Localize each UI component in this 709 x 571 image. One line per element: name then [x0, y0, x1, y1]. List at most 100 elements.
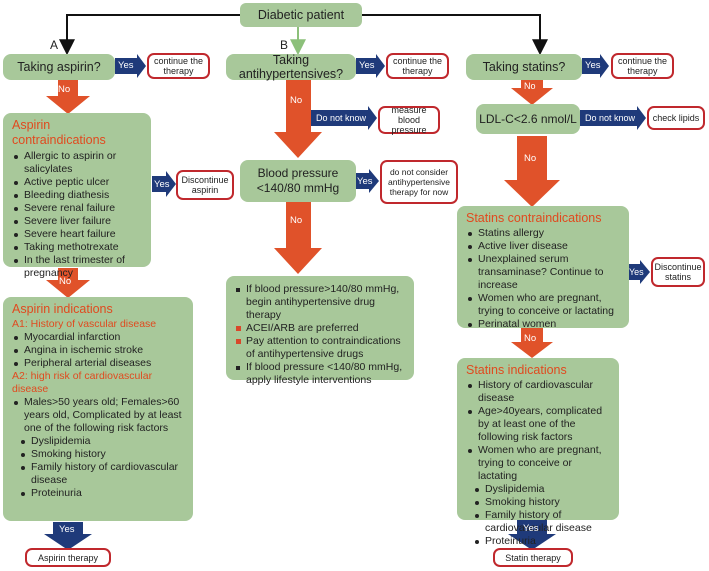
bp-question-label: Taking antihypertensives? — [238, 53, 344, 81]
aspirin-indications-box: Aspirin indications A1: History of vascu… — [3, 297, 193, 521]
statin-contra-list: Statins allergy Active liver disease Une… — [466, 227, 623, 331]
aspirin-continue-box: continue the therapy — [147, 53, 210, 79]
statin-ldl-box: LDL-C<2.6 nmol/L — [476, 104, 580, 134]
root-node: Diabetic patient — [240, 3, 362, 27]
aspirin-yes2-label: Yes — [154, 179, 170, 190]
aspirin-discontinue-box: Discontinue aspirin — [176, 170, 234, 200]
aspirin-a1-label: A1: History of vascular disease — [12, 318, 157, 330]
bp-question: Taking antihypertensives? — [226, 53, 356, 81]
aspirin-no1-label: No — [58, 84, 71, 95]
statin-therapy-box: Statin therapy — [493, 548, 573, 567]
arrow-aspirin-no2 — [46, 268, 90, 298]
aspirin-continue-text: continue the therapy — [153, 56, 204, 76]
arrow-bp-yes2 — [356, 169, 379, 193]
list-item: Women who are pregnant, trying to concei… — [466, 292, 623, 318]
aspirin-therapy-text: Aspirin therapy — [37, 552, 99, 563]
aspirin-yes-label: Yes — [118, 60, 134, 71]
bp-yes-label: Yes — [359, 60, 375, 71]
statin-dontknow-label: Do not know — [585, 113, 636, 123]
statin-contra-title: Statins contraindications — [466, 211, 602, 225]
root-label: Diabetic patient — [257, 8, 345, 22]
statin-no1-label: No — [524, 81, 536, 91]
aspirin-question: Taking aspirin? — [3, 54, 115, 80]
statin-ldl-text: LDL-C<2.6 nmol/L — [479, 112, 577, 126]
list-item: If blood pressure <140/80 mmHg, apply li… — [234, 361, 408, 387]
connector-to-statins — [362, 14, 548, 56]
list-item: Active liver disease — [466, 240, 623, 253]
bp-dontknow-label: Do not know — [316, 113, 367, 123]
arrow-statin-yes2 — [628, 260, 650, 284]
arrow-bp-yes — [356, 54, 385, 78]
statin-yes-label: Yes — [585, 60, 601, 71]
list-item: Family history of cardiovascular disease — [12, 461, 187, 487]
bp-measure-box: measure blood pressure — [378, 105, 440, 135]
aspirin-question-label: Taking aspirin? — [17, 60, 101, 74]
statin-check-box: check lipids — [647, 106, 705, 130]
list-item: Smoking history — [12, 448, 187, 461]
root-connectors — [59, 14, 548, 56]
arrow-statin-dontknow — [580, 106, 646, 130]
list-item: Proteinuria — [12, 487, 187, 500]
statin-question-label: Taking statins? — [482, 60, 566, 74]
arrow-aspirin-yes — [115, 54, 146, 78]
aspirin-contraindications-box: Aspirin contraindications Allergic to as… — [3, 113, 151, 279]
statin-question: Taking statins? — [466, 54, 582, 80]
bp-measure-text: measure blood pressure — [391, 105, 427, 135]
statin-continue-box: continue the therapy — [611, 53, 674, 79]
statin-continue-text: continue the therapy — [617, 56, 668, 76]
list-item: Taking methotrexate — [12, 241, 145, 254]
statin-ind-title: Statins indications — [466, 363, 567, 377]
bp-continue-text: continue the therapy — [392, 56, 443, 76]
aspirin-discontinue-text: Discontinue aspirin — [181, 175, 229, 195]
bp-actions-box: If blood pressure>140/80 mmHg, begin ant… — [226, 276, 414, 386]
list-item: Statins allergy — [466, 227, 623, 240]
aspirin-contra-title: Aspirin contraindications — [12, 118, 106, 147]
arrow-bp-dontknow — [311, 106, 377, 130]
bp-threshold-box: Blood pressure <140/80 mmHg — [240, 160, 356, 202]
orange-arrows — [46, 78, 560, 358]
list-item: Dyslipidemia — [12, 435, 187, 448]
aspirin-therapy-box: Aspirin therapy — [25, 548, 111, 567]
bp-actions-list: If blood pressure>140/80 mmHg, begin ant… — [234, 283, 408, 387]
bp-yes2-label: Yes — [357, 176, 373, 187]
statin-therapy-text: Statin therapy — [505, 552, 561, 563]
bp-noconsider-text: do not consider antihypertensive therapy… — [388, 167, 450, 197]
list-item: If blood pressure>140/80 mmHg, begin ant… — [234, 283, 408, 322]
arrow-statin-yes — [582, 54, 609, 78]
list-item: Allergic to aspirin or salicylates — [12, 150, 145, 176]
statin-discontinue-box: Discontinue statins — [651, 257, 705, 287]
arrow-bp-no2 — [274, 201, 322, 274]
list-item: In the last trimester of pregnancy — [12, 254, 145, 280]
statin-discontinue-text: Discontinue statins — [654, 262, 702, 282]
list-item: Males>50 years old; Females>60 years old… — [12, 396, 187, 435]
arrow-aspirin-yes2 — [152, 171, 176, 197]
arrow-statin-no1 — [511, 78, 553, 105]
list-item: Severe renal failure — [12, 202, 145, 215]
arrow-statin-no3 — [511, 328, 553, 358]
statin-contraindications-box: Statins contraindications Statins allerg… — [457, 206, 629, 331]
statin-ind-list: History of cardiovascular disease Age>40… — [466, 379, 613, 548]
list-item: Perinatal women — [466, 318, 623, 331]
aspirin-a2-label: A2: high risk of cardiovascular disease — [12, 370, 153, 395]
aspirin-no2-label: No — [59, 276, 72, 287]
connector-to-aspirin — [59, 14, 240, 56]
statin-check-text: check lipids — [652, 113, 700, 123]
list-item: Severe heart failure — [12, 228, 145, 241]
list-item: Proteinuria — [466, 535, 613, 548]
branch-b-label: B — [280, 38, 289, 52]
statin-indications-box: Statins indications History of cardiovas… — [457, 358, 619, 547]
list-item: Peripheral arterial diseases — [12, 357, 187, 370]
arrow-bp-no1 — [274, 78, 322, 158]
list-item: Pay attention to contraindications of an… — [234, 335, 408, 361]
list-item: Smoking history — [466, 496, 613, 509]
bp-no2-label: No — [290, 215, 303, 226]
list-item: Unexplained serum transaminase? Continue… — [466, 253, 623, 292]
list-item: Severe liver failure — [12, 215, 145, 228]
arrow-statin-no2 — [504, 136, 560, 207]
list-item: Myocardial infarction — [12, 331, 187, 344]
arrow-aspirin-yes3 — [44, 522, 92, 550]
bp-noconsider-box: do not consider antihypertensive therapy… — [380, 160, 458, 204]
list-item: ACEI/ARB are preferred — [234, 322, 408, 335]
list-item: Active peptic ulcer — [12, 176, 145, 189]
arrow-aspirin-no1 — [46, 78, 90, 114]
